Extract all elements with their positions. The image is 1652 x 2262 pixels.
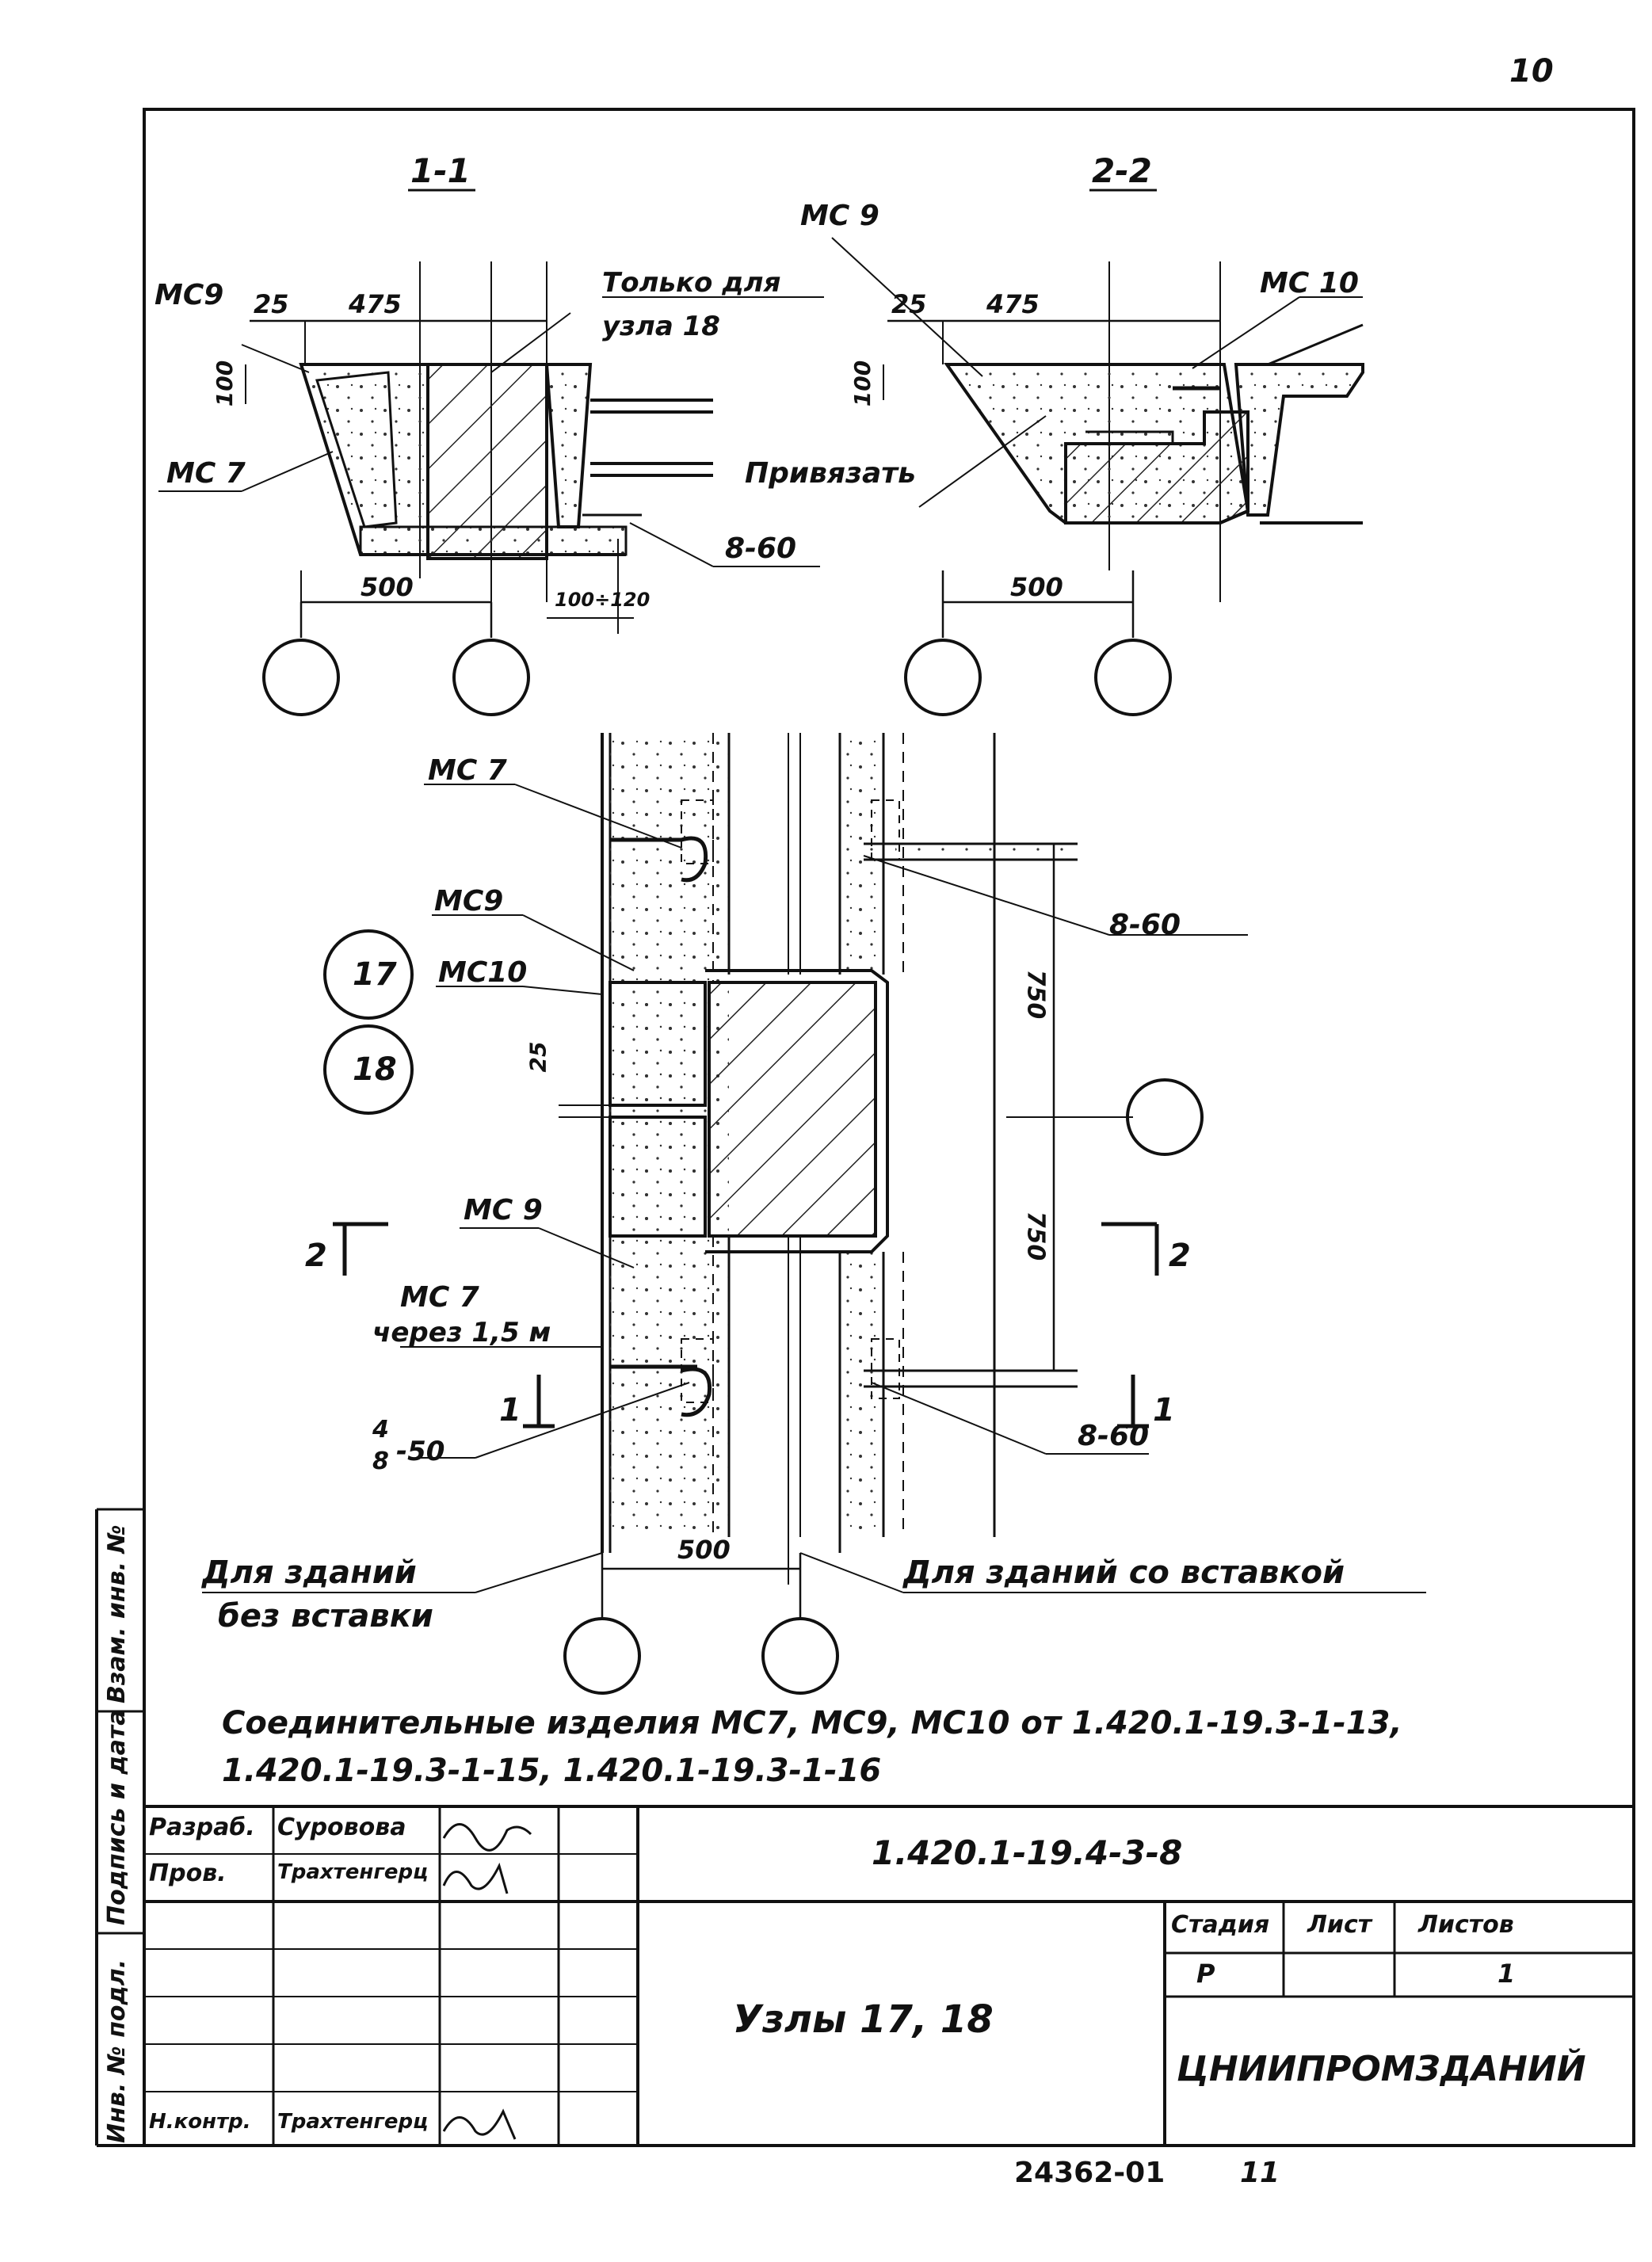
note-line1: Соединительные изделия МС7, МС9, МС10 от… <box>222 1705 1402 1741</box>
dim-100-s1: 100 <box>212 360 238 407</box>
plan-label-mc9-bottom: МС 9 <box>464 1194 543 1226</box>
plan-bolt-top: 8-60 <box>1109 909 1181 941</box>
tb-stage-header: Стадия <box>1171 1911 1270 1939</box>
tb-name-1: Трахтенгерц <box>277 1860 429 1884</box>
axis-marker <box>1126 1078 1204 1156</box>
plan-bolt-fraction-suffix: -50 <box>396 1436 445 1467</box>
note-line2: 1.420.1-19.3-1-15, 1.420.1-19.3-1-16 <box>222 1753 882 1789</box>
node-18-label: 18 <box>353 1051 397 1088</box>
tb-designation: 1.420.1-19.4-3-8 <box>872 1833 1183 1872</box>
side-inv-replace: Взам. инв. № <box>103 1524 131 1703</box>
label-mc10-s2: МС 10 <box>1260 267 1359 299</box>
tb-sheets-header: Листов <box>1418 1911 1514 1939</box>
footer-number: 11 <box>1240 2157 1280 2189</box>
dim-500-s2: 500 <box>1010 572 1063 602</box>
node-18-circle <box>323 1024 414 1115</box>
node-17-label: 17 <box>353 956 397 993</box>
signatures <box>442 1823 532 2140</box>
section-1-1-title: 1-1 <box>410 151 471 190</box>
dim-100-s2: 100 <box>849 360 876 407</box>
caption-with-insert: Для зданий со вставкой <box>903 1554 1345 1591</box>
plan-view <box>202 733 1426 1695</box>
cut-1-right: 1 <box>1153 1392 1175 1429</box>
bolt-label-s1: 8-60 <box>725 532 797 565</box>
axis-marker <box>262 639 340 716</box>
dim-25-s2: 25 <box>891 289 927 319</box>
tb-sheet-header: Лист <box>1307 1911 1372 1939</box>
plan-label-mc10: МС10 <box>438 956 528 989</box>
note-only-for-line1: Только для <box>602 267 781 299</box>
plan-label-mc7-bottom: МС 7 <box>400 1281 479 1314</box>
axis-marker <box>1094 639 1172 716</box>
axis-marker <box>904 639 982 716</box>
axis-marker <box>563 1617 641 1695</box>
dim-475-s1: 475 <box>349 289 402 319</box>
side-sign-date: Подпись и дата <box>103 1709 131 1925</box>
label-mc7-s1: МС 7 <box>166 457 246 490</box>
cut-1-left: 1 <box>499 1392 521 1429</box>
page-number: 10 <box>1509 53 1554 90</box>
tb-stage-value: Р <box>1196 1959 1215 1989</box>
label-mc9-s1: МС9 <box>155 279 224 311</box>
node-17-circle <box>323 929 414 1020</box>
plan-dim-25: 25 <box>525 1041 551 1073</box>
plan-bolt-fraction-top: 4 <box>372 1416 389 1444</box>
sheet-frame <box>143 108 1635 2147</box>
caption-without-insert-line2: без вставки <box>218 1598 433 1635</box>
note-only-for-line2: узла 18 <box>602 311 720 342</box>
plan-mc7-note: через 1,5 м <box>372 1317 551 1348</box>
plan-dim-750-bottom: 750 <box>1021 1211 1050 1261</box>
weld-label-s2: Привязать <box>745 457 916 490</box>
side-inv-no: Инв. № подл. <box>103 1959 131 2143</box>
plan-label-mc7-top: МС 7 <box>428 754 507 787</box>
section-2-2 <box>831 189 1364 716</box>
dim-25-s1: 25 <box>254 289 289 319</box>
axis-marker <box>761 1617 839 1695</box>
axis-marker <box>452 639 530 716</box>
cut-2-left: 2 <box>305 1238 327 1274</box>
title-block-lines <box>144 1805 1634 2146</box>
section-2-2-title: 2-2 <box>1092 151 1152 190</box>
tb-name-2: Трахтенгерц <box>277 2110 429 2134</box>
plan-dim-500: 500 <box>677 1535 731 1565</box>
plan-label-mc9-top: МС9 <box>434 885 504 917</box>
label-mc9-s2: МС 9 <box>800 200 879 232</box>
tb-role-0: Разраб. <box>149 1814 255 1841</box>
section-1-1 <box>158 189 824 716</box>
plan-bolt-fraction-bottom: 8 <box>372 1448 389 1475</box>
dim-475-s2: 475 <box>986 289 1040 319</box>
tb-title: Узлы 17, 18 <box>733 1997 994 2042</box>
tb-role-1: Пров. <box>149 1860 227 1887</box>
footer-code: 24362-01 <box>1014 2157 1166 2189</box>
plan-dim-750-top: 750 <box>1021 969 1050 1020</box>
tb-organization: ЦНИИПРОМЗДАНИЙ <box>1177 2049 1586 2089</box>
caption-without-insert-line1: Для зданий <box>202 1554 417 1591</box>
cut-2-right: 2 <box>1169 1238 1191 1274</box>
plan-bolt-bottom: 8-60 <box>1078 1420 1150 1452</box>
dim-500-s1: 500 <box>361 572 414 602</box>
tb-role-2: Н.контр. <box>149 2110 251 2134</box>
tb-sheets-value: 1 <box>1497 1959 1516 1989</box>
tb-name-0: Суровова <box>277 1814 406 1841</box>
dim-100-120-s1: 100÷120 <box>555 589 650 611</box>
